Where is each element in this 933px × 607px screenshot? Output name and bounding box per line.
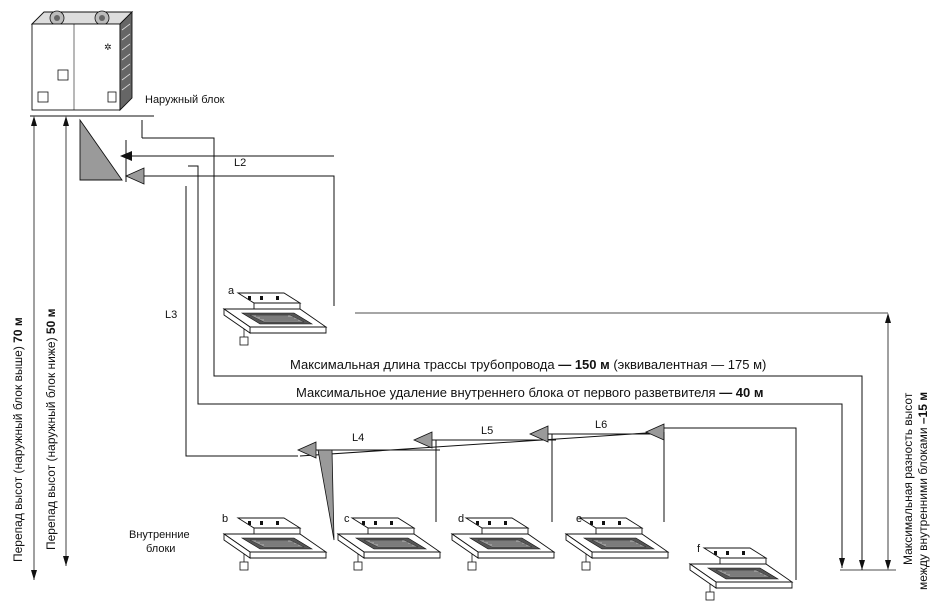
- max-length-text: Максимальная длина трассы трубопровода —…: [290, 357, 766, 372]
- indoor-unit-label-c: c: [344, 513, 350, 525]
- pipe-L2: [120, 151, 335, 306]
- indoor-unit-label-d: d: [458, 513, 464, 525]
- pipe-l3-upper: [188, 165, 199, 376]
- branch-row: [297, 423, 797, 580]
- outdoor-unit-label: Наружный блок: [145, 94, 225, 106]
- first-branch-joint: [79, 118, 123, 181]
- indoor-unit-label-b: b: [222, 513, 228, 525]
- indoor-height-diff-line1: Максимальная разность высот: [901, 392, 915, 565]
- height-below-text: Перепад высот (наружный блок ниже) 50 м: [44, 308, 58, 550]
- pipe-label-L4: L4: [352, 432, 364, 444]
- indoor-units-label-line1: Внутренние: [129, 529, 190, 541]
- indoor-unit-label-a: a: [228, 285, 235, 297]
- indoor-unit-a: [223, 292, 327, 346]
- height-above-text: Перепад высот (наружный блок выше) 70 м: [11, 317, 25, 562]
- pipe-max-length: [142, 137, 863, 570]
- pipe-label-L5: L5: [481, 425, 493, 437]
- pipe-label-L3: L3: [165, 309, 177, 321]
- indoor-unit-b: [223, 517, 327, 571]
- height-dimension-lines: [31, 116, 69, 580]
- svg-text:✲: ✲: [104, 43, 112, 53]
- pipe-label-L6: L6: [595, 419, 607, 431]
- indoor-unit-f: [689, 547, 793, 601]
- outdoor-unit-icon: ✲: [30, 10, 134, 112]
- indoor-units-label-line2: блоки: [146, 543, 175, 555]
- indoor-unit-e: [565, 517, 669, 571]
- pipe-label-L2: L2: [234, 157, 246, 169]
- indoor-height-diff-line2: между внутренними блоками –15 м: [916, 392, 930, 590]
- pipe-L3: [185, 186, 298, 457]
- indoor-unit-label-e: e: [576, 513, 582, 525]
- max-distance-text: Максимальное удаление внутреннего блока …: [296, 385, 764, 400]
- indoor-unit-c: [337, 517, 441, 571]
- pipe-max-distance: [197, 376, 843, 568]
- indoor-unit-label-f: f: [697, 543, 701, 555]
- indoor-unit-d: [451, 517, 555, 571]
- right-dimension-lines: [839, 313, 896, 571]
